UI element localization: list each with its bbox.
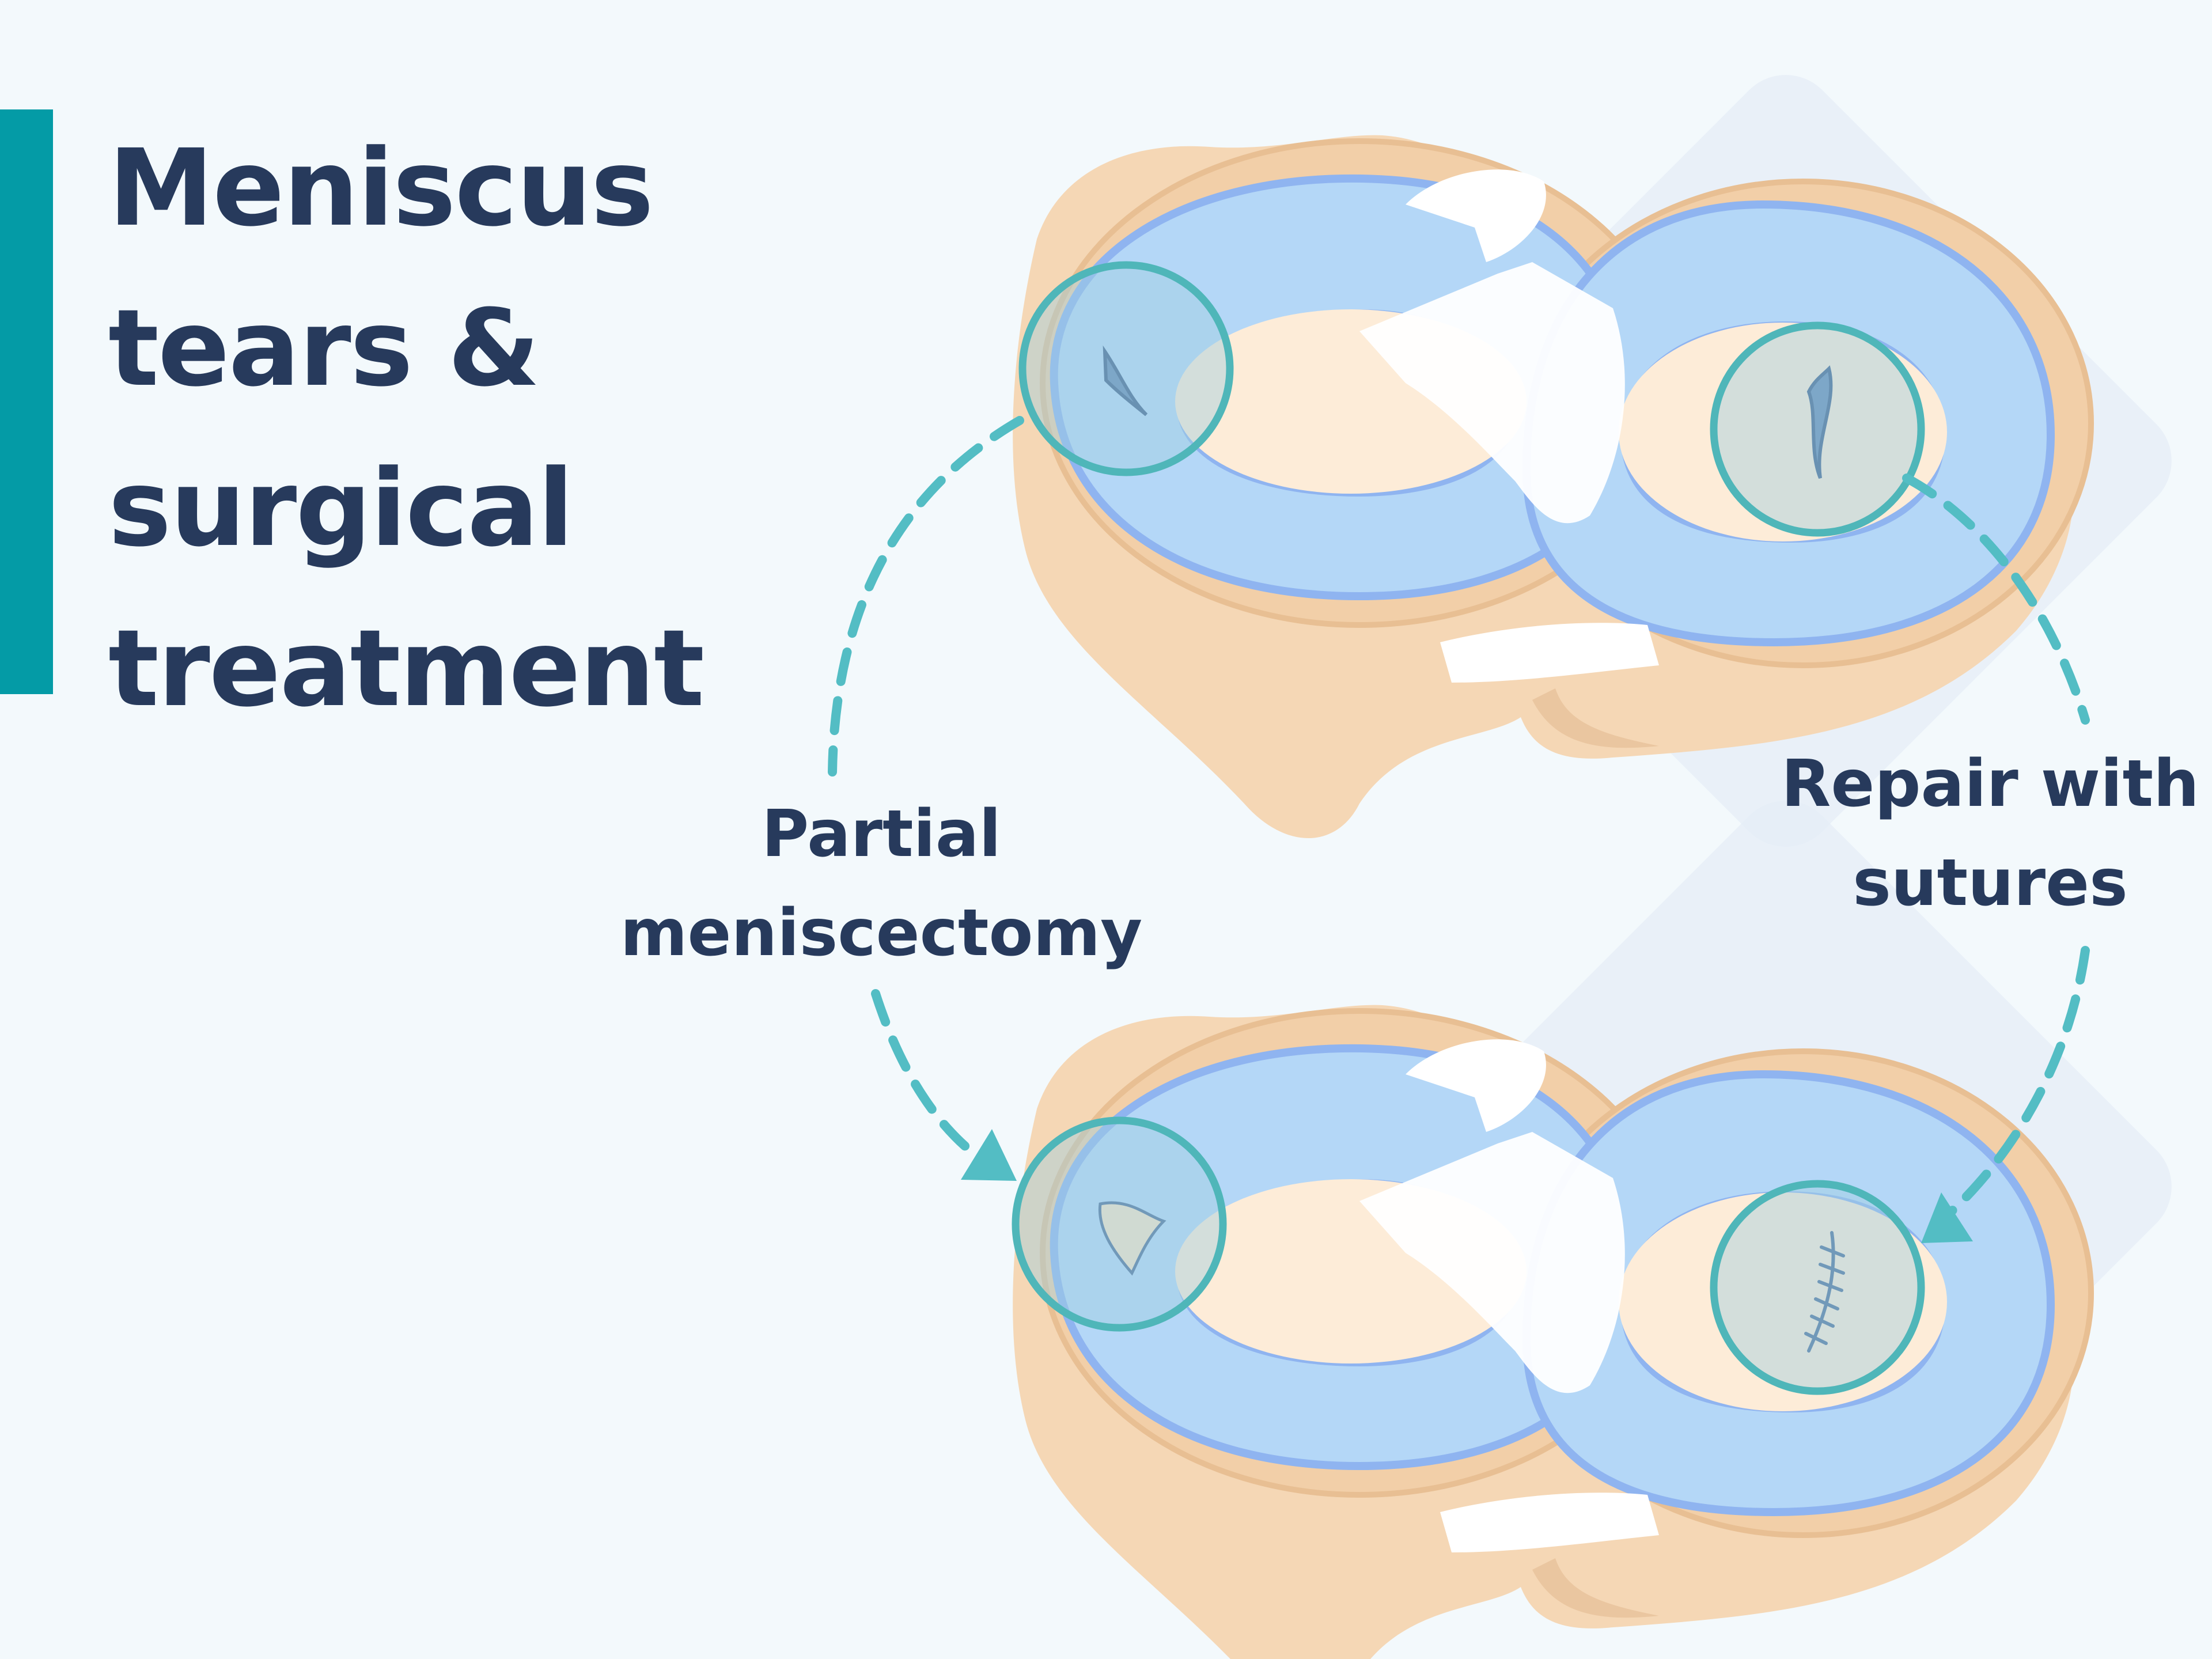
title-line-1: Meniscus xyxy=(108,127,654,250)
page-title: Meniscus tears & surgical treatment xyxy=(108,108,704,749)
accent-bar xyxy=(0,109,53,694)
highlight-circle-top-left xyxy=(1018,261,1234,476)
label-left-line-1: Partial xyxy=(762,797,1001,872)
dashed-path-bottom-left xyxy=(871,989,984,1162)
highlight-circle-top-right xyxy=(1710,321,1925,537)
excised-area xyxy=(1098,1201,1166,1276)
dashed-path-top-left xyxy=(828,416,1024,777)
label-right-line-1: Repair with xyxy=(1781,747,2199,821)
arrow-down-left-icon xyxy=(1921,1192,1973,1243)
tear-left-mark xyxy=(1103,345,1148,416)
suture-mark xyxy=(1804,1231,1845,1353)
title-line-4: treatment xyxy=(108,607,704,730)
dashed-path-bottom-right xyxy=(1942,946,2090,1220)
tear-right-mark xyxy=(1806,365,1833,479)
highlight-circle-bottom-right xyxy=(1710,1180,1925,1395)
highlight-circle-bottom-left xyxy=(1012,1116,1227,1332)
label-right-line-2: sutures xyxy=(1853,846,2128,921)
arrow-down-right-icon xyxy=(961,1129,1017,1181)
title-line-2: tears & xyxy=(108,287,540,410)
label-repair-with-sutures: Repair with sutures xyxy=(1768,734,2212,933)
title-line-3: surgical xyxy=(108,447,574,570)
label-left-line-2: meniscectomy xyxy=(620,896,1143,971)
dashed-path-top-right xyxy=(1902,474,2090,725)
label-partial-meniscectomy: Partial meniscectomy xyxy=(616,785,1146,983)
knee-treated xyxy=(1013,1005,2091,1659)
